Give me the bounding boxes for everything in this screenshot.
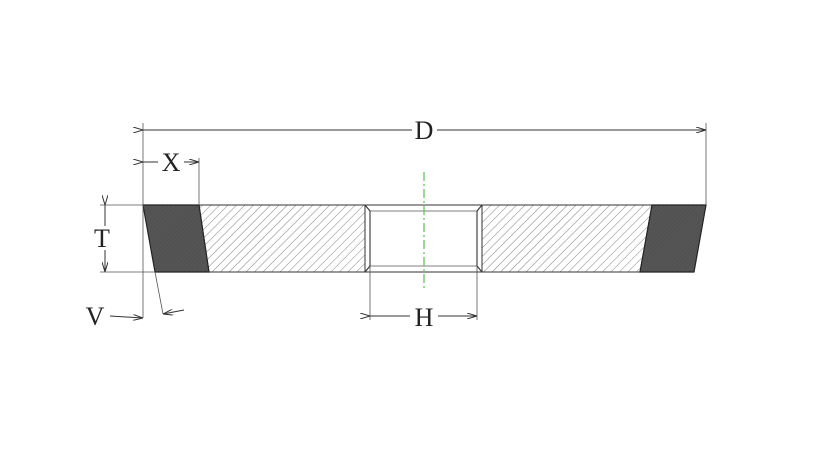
dimension-v: V (86, 205, 185, 331)
label-x: X (162, 148, 181, 177)
label-t: T (94, 224, 110, 253)
label-h: H (415, 303, 434, 332)
label-v: V (86, 302, 105, 331)
label-d: D (415, 116, 434, 145)
dimension-d: D (143, 116, 707, 205)
dimension-t: T (94, 205, 155, 273)
wheel-body-left (198, 204, 366, 273)
dimension-h: H (370, 266, 478, 332)
wheel-body-right (481, 204, 653, 273)
dimension-x: X (143, 148, 200, 205)
